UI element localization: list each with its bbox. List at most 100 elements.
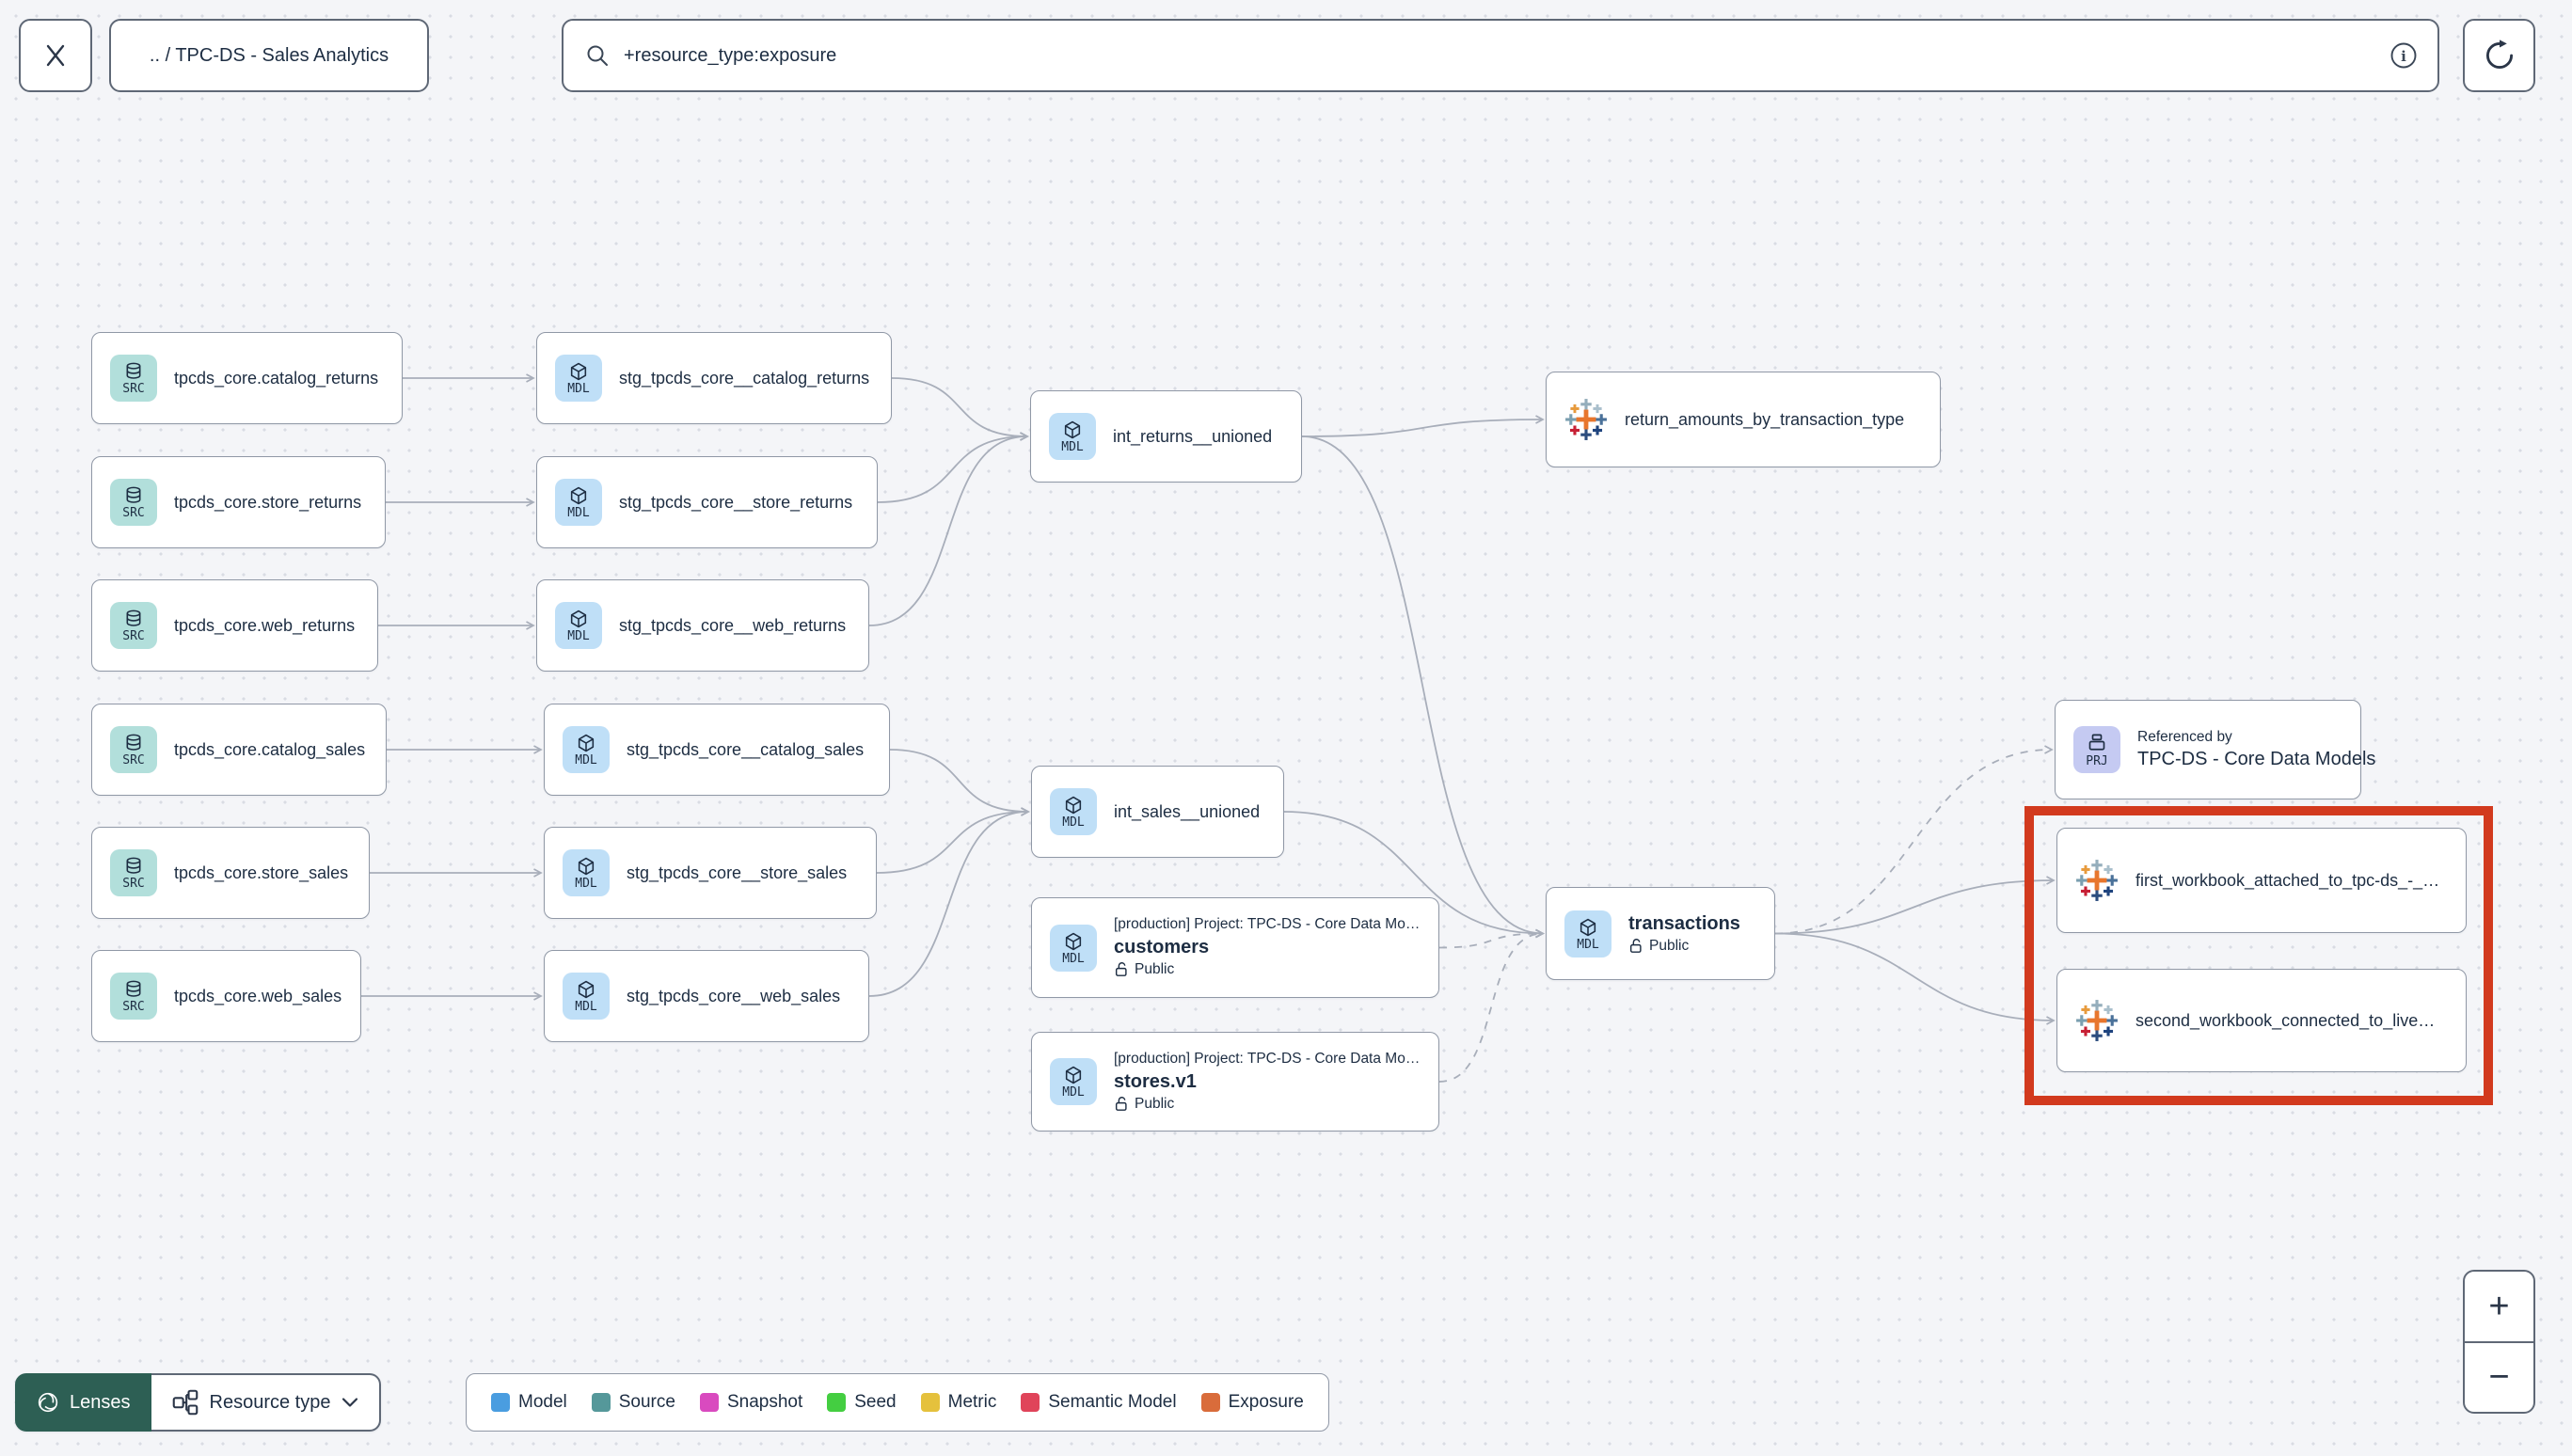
node-stores[interactable]: MDL [production] Project: TPC-DS - Core … (1031, 1032, 1439, 1132)
src-badge: SRC (110, 355, 157, 402)
node-label: stg_tpcds_core__store_returns (619, 492, 853, 512)
node-wb_first[interactable]: first_workbook_attached_to_tpc-ds_-_… (2056, 828, 2467, 933)
database-icon (126, 609, 141, 626)
node-exposure_returns[interactable]: return_amounts_by_transaction_type (1546, 372, 1941, 467)
legend-swatch (591, 1393, 611, 1412)
resource-type-dropdown[interactable]: Resource type (151, 1373, 382, 1432)
node-stg_store_returns[interactable]: MDL stg_tpcds_core__store_returns (536, 456, 878, 548)
search-bar[interactable]: i (562, 19, 2439, 92)
cube-icon (1065, 932, 1082, 950)
edge-customers-to-transactions (1438, 928, 1545, 949)
edge-stg_web_sales-to-int_sales (868, 807, 1030, 997)
database-icon (126, 857, 141, 874)
cube-icon (1065, 1066, 1082, 1084)
node-label: stores.v1 (1114, 1070, 1197, 1092)
node-project-line: [production] Project: TPC-DS - Core Data… (1114, 1050, 1421, 1067)
close-button[interactable] (19, 19, 92, 92)
zoom-out-button[interactable]: − (2465, 1343, 2533, 1413)
lenses-label: Lenses (70, 1391, 131, 1413)
node-wb_second[interactable]: second_workbook_connected_to_live… (2056, 969, 2467, 1072)
node-label: customers (1114, 937, 1210, 958)
cube-icon (570, 486, 587, 505)
svg-text:i: i (2401, 48, 2406, 65)
legend-item-source: Source (591, 1392, 675, 1413)
legend: Model Source Snapshot Seed Metric Semant… (466, 1373, 1329, 1432)
edge-int_sales-to-transactions (1283, 811, 1545, 939)
src-badge: SRC (110, 973, 157, 1020)
mdl-badge: MDL (555, 479, 602, 526)
node-visibility: Public (1114, 1094, 1420, 1115)
src-badge: SRC (110, 602, 157, 649)
info-icon[interactable]: i (2389, 40, 2419, 71)
cube-icon (578, 734, 595, 752)
cube-icon (578, 980, 595, 999)
breadcrumb-label: .. / TPC-DS - Sales Analytics (149, 44, 389, 66)
edge-stg_catalog_returns-to-int_returns (891, 377, 1029, 441)
search-icon (587, 45, 608, 66)
node-transactions[interactable]: MDL transactions Public (1546, 887, 1775, 980)
tableau-icon (2076, 860, 2118, 901)
node-label: transactions (1628, 912, 1740, 934)
legend-label: Source (618, 1392, 675, 1412)
node-label: TPC-DS - Core Data Models (2137, 749, 2376, 770)
public-lock-icon (1115, 1097, 1127, 1111)
mdl-badge: MDL (1050, 1058, 1097, 1105)
breadcrumb[interactable]: .. / TPC-DS - Sales Analytics (109, 19, 429, 92)
refresh-button[interactable] (2463, 19, 2535, 92)
database-icon (126, 980, 141, 997)
edge-transactions-to-wb_first (1774, 876, 2056, 935)
edge-stg_store_sales-to-int_sales (876, 807, 1030, 874)
mdl-badge: MDL (1050, 924, 1097, 972)
legend-label: Model (518, 1392, 567, 1412)
legend-item-snapshot: Snapshot (699, 1392, 803, 1413)
lens-controls: Lenses Resource type (15, 1373, 382, 1432)
edge-int_returns-to-exposure_returns (1301, 415, 1545, 437)
legend-item-exposure: Exposure (1200, 1392, 1304, 1413)
mdl-badge: MDL (563, 726, 610, 773)
legend-label: Metric (947, 1392, 997, 1412)
node-customers[interactable]: MDL [production] Project: TPC-DS - Core … (1031, 897, 1439, 998)
sitemap-icon (172, 1389, 198, 1416)
legend-label: Snapshot (726, 1392, 803, 1412)
legend-label: Seed (854, 1392, 897, 1412)
legend-label: Exposure (1228, 1392, 1304, 1412)
node-label: tpcds_core.store_returns (174, 492, 362, 512)
legend-item-model: Model (491, 1392, 567, 1413)
tableau-icon (2076, 1000, 2118, 1041)
search-input[interactable] (624, 44, 2375, 67)
cube-icon (578, 857, 595, 876)
database-icon (126, 362, 141, 379)
node-prj_core[interactable]: PRJ Referenced by TPC-DS - Core Data Mod… (2055, 700, 2376, 799)
node-label: tpcds_core.store_sales (174, 863, 349, 882)
node-label: second_workbook_connected_to_live… (2135, 1010, 2436, 1030)
legend-swatch (491, 1393, 510, 1412)
legend-swatch (827, 1393, 847, 1412)
edge-stores-to-transactions (1438, 928, 1545, 1083)
edge-stg_catalog_sales-to-int_sales (889, 749, 1030, 816)
lenses-button[interactable]: Lenses (15, 1373, 151, 1432)
zoom-in-button[interactable]: + (2465, 1272, 2533, 1341)
node-visibility: Public (1114, 959, 1420, 980)
legend-swatch (920, 1393, 940, 1412)
node-label: int_returns__unioned (1113, 426, 1273, 446)
zoom-controls: + − (2463, 1270, 2535, 1414)
edge-transactions-to-wb_second (1774, 932, 2056, 1025)
cube-icon (1065, 796, 1082, 815)
legend-swatch (1200, 1393, 1220, 1412)
database-icon (126, 486, 141, 503)
